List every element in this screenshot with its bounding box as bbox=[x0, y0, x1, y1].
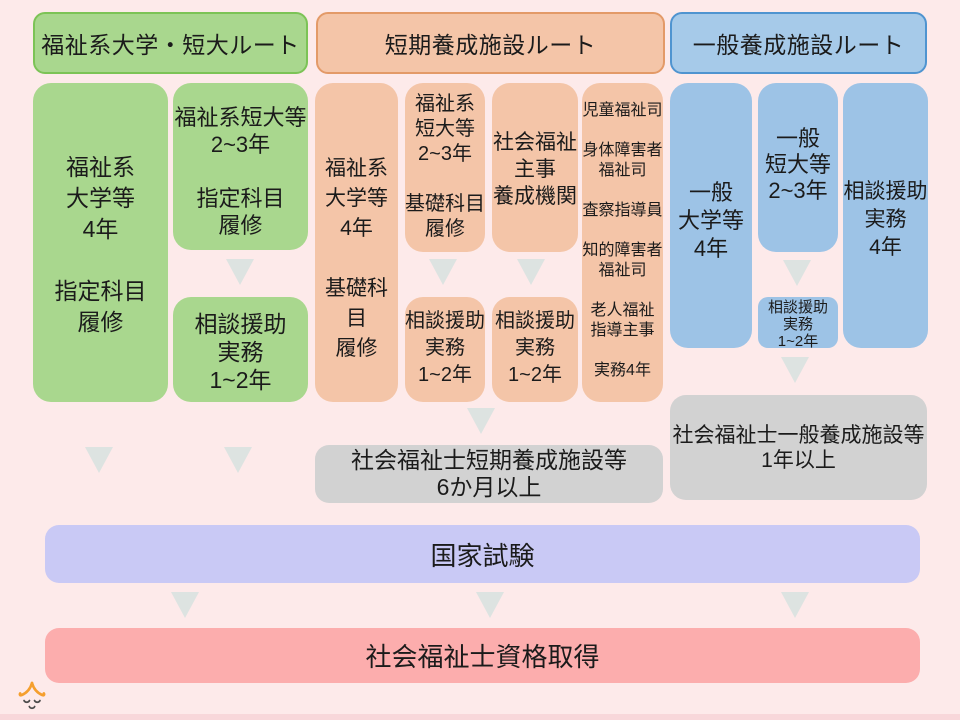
box-national-exam: 国家試験 bbox=[45, 525, 920, 583]
box-general-junior-college: 一般 短大等 2~3年 bbox=[758, 83, 838, 252]
mascot-face-icon bbox=[18, 681, 46, 710]
header-welfare-univ-route: 福祉系大学・短大ルート bbox=[33, 12, 308, 74]
arrow-down-icon bbox=[429, 259, 457, 285]
arrow-down-icon bbox=[476, 592, 504, 618]
header-general-course-route: 一般養成施設ルート bbox=[670, 12, 927, 74]
box-short-junior-college: 福祉系 短大等 2~3年 基礎科目 履修 bbox=[405, 83, 485, 252]
box-short-training-facility: 社会福祉士短期養成施設等 6か月以上 bbox=[315, 445, 663, 503]
arrow-down-icon bbox=[224, 447, 252, 473]
box-short-jc-practice-1-2y: 相談援助 実務 1~2年 bbox=[405, 297, 485, 402]
box-short-university-4y: 福祉系 大学等 4年 基礎科目 履修 bbox=[315, 83, 398, 402]
arrow-down-icon bbox=[467, 408, 495, 434]
arrow-down-icon bbox=[171, 592, 199, 618]
box-shakai-fukushi-shuji-org: 社会福祉 主事 養成機関 bbox=[492, 83, 578, 252]
bottom-strip bbox=[0, 714, 960, 720]
arrow-down-icon bbox=[517, 259, 545, 285]
arrow-down-icon bbox=[226, 259, 254, 285]
arrow-down-icon bbox=[783, 260, 811, 286]
box-welfare-jc-practice-1-2y: 相談援助 実務 1~2年 bbox=[173, 297, 308, 402]
box-general-practice-4y: 相談援助 実務 4年 bbox=[843, 83, 928, 348]
arrow-down-icon bbox=[85, 447, 113, 473]
header-short-course-route: 短期養成施設ルート bbox=[316, 12, 665, 74]
arrow-down-icon bbox=[781, 357, 809, 383]
box-welfare-junior-college: 福祉系短大等 2~3年 指定科目 履修 bbox=[173, 83, 308, 250]
box-welfare-job-experience-4y: 児童福祉司 身体障害者 福祉司 査察指導員 知的障害者 福祉司 老人福祉 指導主… bbox=[582, 83, 663, 402]
box-general-training-facility: 社会福祉士一般養成施設等 1年以上 bbox=[670, 395, 927, 500]
box-qualification-acquired: 社会福祉士資格取得 bbox=[45, 628, 920, 683]
box-general-jc-practice-1-2y: 相談援助 実務 1~2年 bbox=[758, 297, 838, 350]
box-general-university-4y: 一般 大学等 4年 bbox=[670, 83, 752, 348]
box-welfare-university-4y: 福祉系 大学等 4年 指定科目 履修 bbox=[33, 83, 168, 402]
arrow-down-icon bbox=[781, 592, 809, 618]
box-shuji-practice-1-2y: 相談援助 実務 1~2年 bbox=[492, 297, 578, 402]
